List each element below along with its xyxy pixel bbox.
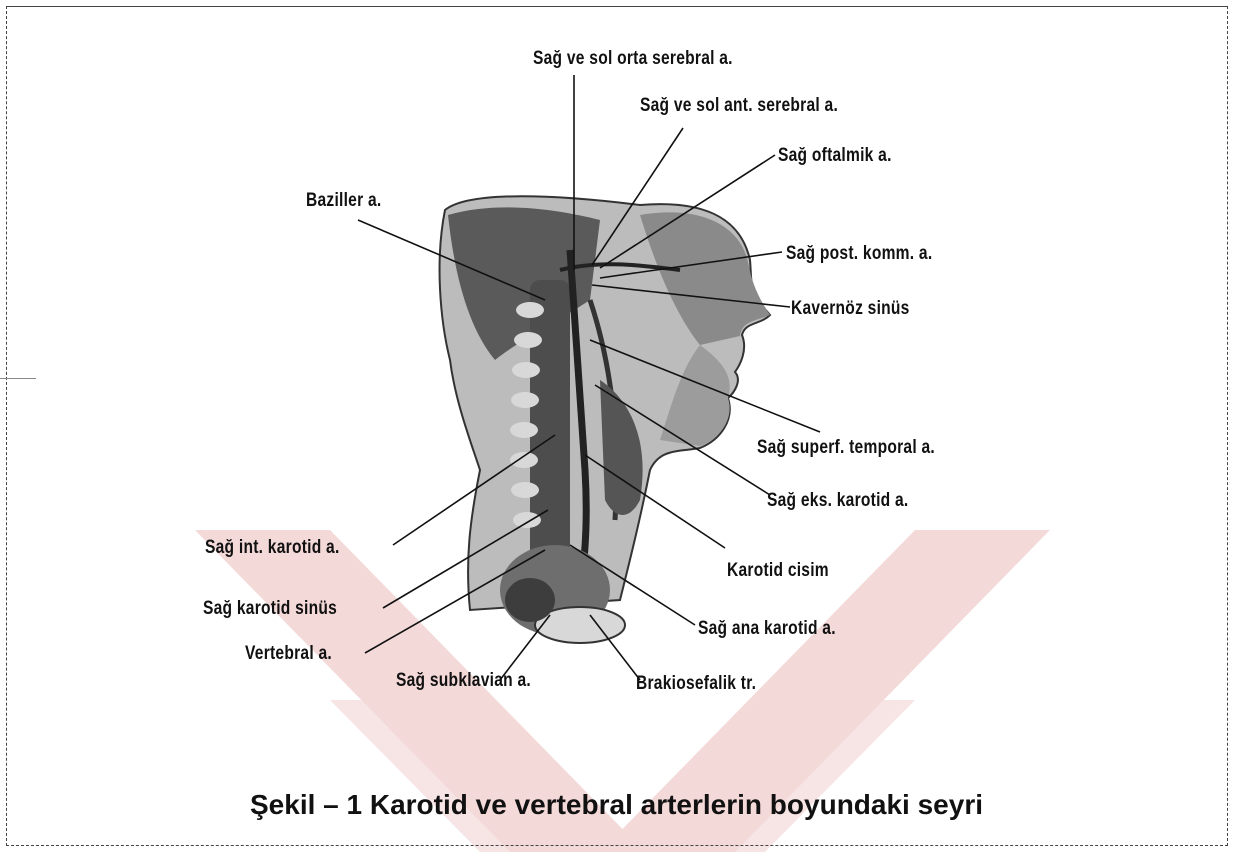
label-orta-serebral: Sağ ve sol orta serebral a. [533, 48, 733, 70]
margin-mark [0, 378, 36, 379]
label-kavernoz: Kavernöz sinüs [791, 298, 910, 320]
label-post-komm: Sağ post. komm. a. [786, 243, 932, 265]
label-superf-temporal: Sağ superf. temporal a. [757, 437, 935, 459]
label-int-karotid: Sağ int. karotid a. [205, 537, 340, 559]
figure-border [6, 6, 1228, 846]
label-baziller: Baziller a. [306, 190, 381, 212]
label-brakiosefalik: Brakiosefalik tr. [636, 673, 756, 695]
figure-caption: Şekil – 1 Karotid ve vertebral arterleri… [0, 789, 1233, 821]
label-eks-karotid: Sağ eks. karotid a. [767, 490, 909, 512]
label-ant-serebral: Sağ ve sol ant. serebral a. [640, 95, 838, 117]
label-subklavian: Sağ subklavian a. [396, 670, 531, 692]
label-karotid-cisim: Karotid cisim [727, 560, 829, 582]
label-vertebral: Vertebral a. [245, 643, 332, 665]
label-karotid-sinus: Sağ karotid sinüs [203, 598, 337, 620]
label-ana-karotid: Sağ ana karotid a. [698, 618, 836, 640]
label-oftalmik: Sağ oftalmik a. [778, 145, 892, 167]
